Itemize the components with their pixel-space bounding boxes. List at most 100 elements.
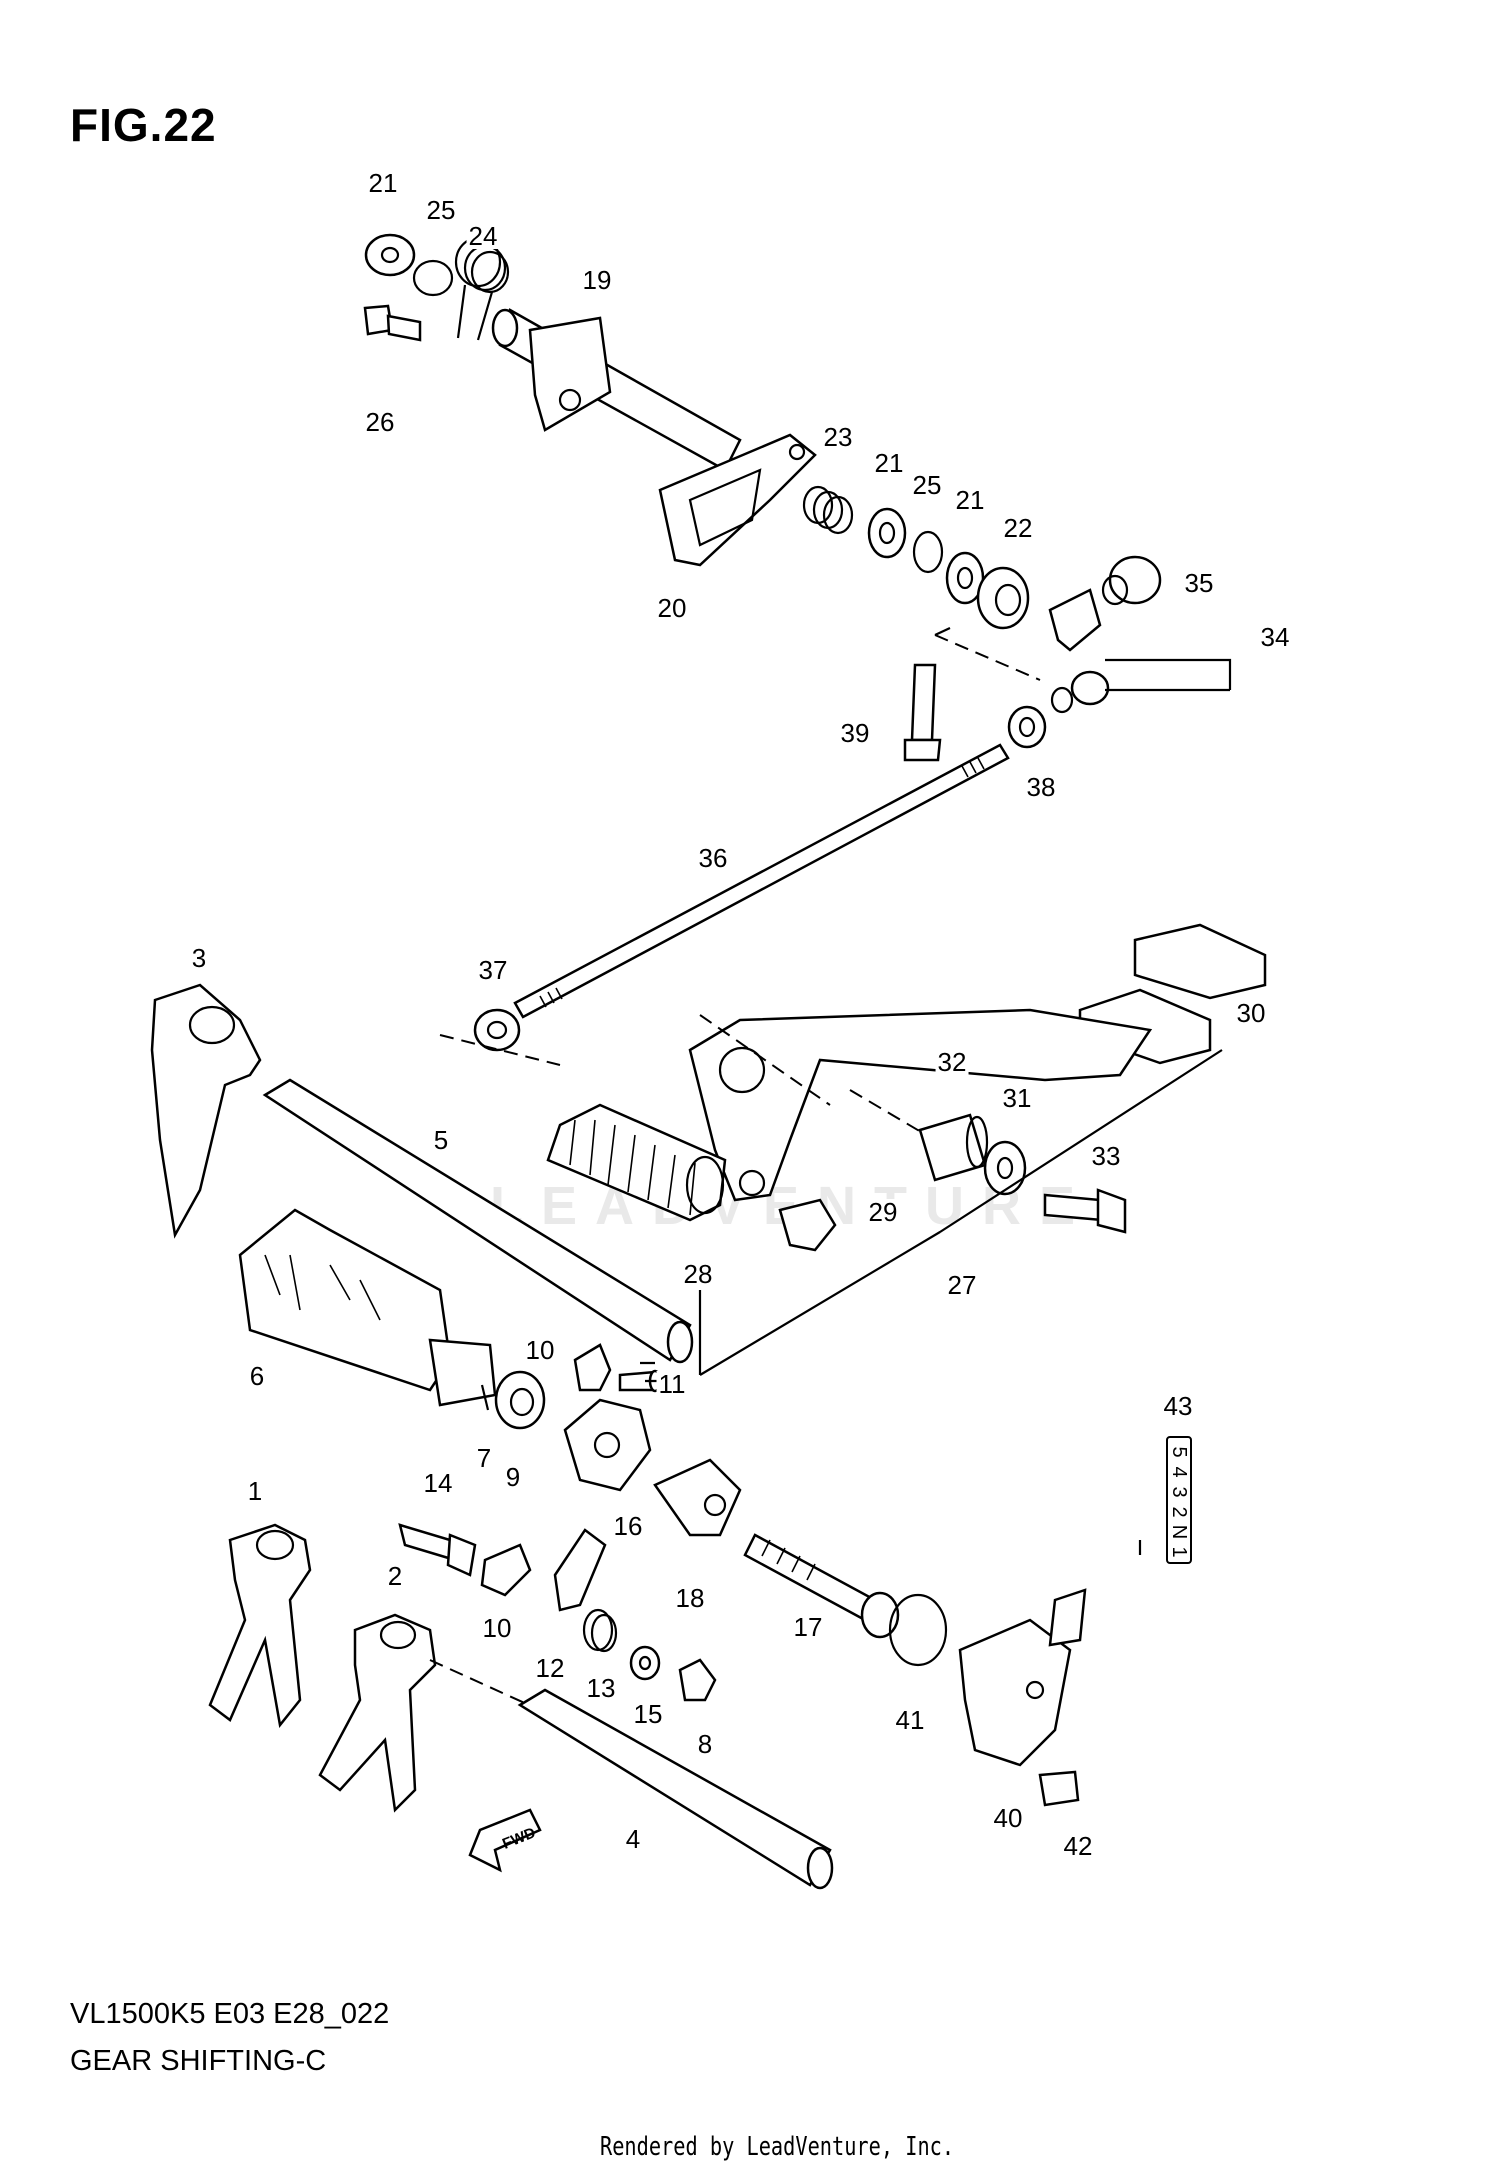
callout-40: 40 — [991, 1803, 1025, 1833]
callout-31: 31 — [1000, 1083, 1034, 1113]
callout-7: 7 — [474, 1443, 494, 1473]
part-28-footpeg — [546, 1103, 727, 1222]
part-19-shaft — [491, 308, 742, 472]
figure-title: FIG.22 — [70, 99, 217, 151]
callout-14: 14 — [421, 1468, 455, 1498]
callout-30: 30 — [1234, 998, 1268, 1028]
callout-25: 25 — [424, 195, 458, 225]
part-10-plate-top — [573, 1343, 612, 1392]
callout-29: 29 — [866, 1197, 900, 1227]
part-16-cam — [563, 1398, 652, 1492]
part-5-shaft — [262, 1078, 694, 1364]
callout-22: 22 — [1001, 513, 1035, 543]
callout-39: 39 — [838, 718, 872, 748]
callout-12: 12 — [533, 1653, 567, 1683]
callout-3: 3 — [189, 943, 209, 973]
part-4-shaft — [517, 1688, 834, 1890]
part-18-stopper — [653, 1458, 742, 1537]
callout-24: 24 — [466, 221, 500, 251]
callout-26: 26 — [363, 407, 397, 437]
part-13-spring — [582, 1608, 618, 1653]
part-29-cap — [778, 1198, 837, 1252]
part-33-bolt — [1043, 1188, 1127, 1234]
callout-21: 21 — [872, 448, 906, 478]
callout-36: 36 — [696, 843, 730, 873]
callout-13: 13 — [584, 1673, 618, 1703]
part-15-washer — [629, 1645, 661, 1681]
callout-18: 18 — [673, 1583, 707, 1613]
callout-6: 6 — [247, 1361, 267, 1391]
callout-35: 35 — [1182, 568, 1216, 598]
model-code: VL1500K5 E03 E28_022 — [70, 1998, 390, 2030]
callout-20: 20 — [655, 593, 689, 623]
part-20-arm — [658, 433, 817, 567]
callout-23: 23 — [821, 422, 855, 452]
callout-10: 10 — [480, 1613, 514, 1643]
part-31-washer — [983, 1140, 1027, 1196]
callout-25: 25 — [910, 470, 944, 500]
part-38-nut — [1007, 705, 1047, 749]
callout-27: 27 — [945, 1270, 979, 1300]
gear-digit: 4 — [1168, 1466, 1190, 1478]
callout-43: 43 — [1161, 1391, 1195, 1421]
part-27-pedal-arm — [688, 1008, 1153, 1202]
rendered-by-credit: Rendered by LeadVenture, Inc. — [600, 2132, 955, 2162]
callout-1: 1 — [245, 1476, 265, 1506]
part-23-spring — [802, 485, 854, 535]
gear-digit: 1 — [1168, 1546, 1190, 1558]
part-1-fork — [208, 1523, 312, 1728]
part-25-circlip-mid — [912, 530, 944, 574]
gear-digit: N — [1168, 1524, 1190, 1540]
part-7-pin — [480, 1384, 490, 1411]
part-21-washer-right — [945, 551, 985, 605]
gear-digit: 3 — [1168, 1486, 1190, 1498]
part-42-bolt — [1038, 1770, 1080, 1807]
part-3-fork — [150, 983, 262, 1239]
part-34-35-joint — [1048, 555, 1162, 714]
part-25-circlip-top — [412, 259, 454, 297]
part-32-bushing — [918, 1113, 989, 1182]
callout-41: 41 — [893, 1705, 927, 1735]
callout-4: 4 — [623, 1824, 643, 1854]
callout-8: 8 — [695, 1729, 715, 1759]
part-26-bolt — [363, 304, 422, 342]
part-39-bolt — [903, 663, 942, 762]
part-14-pin — [398, 1523, 477, 1577]
part-37-nut — [473, 1008, 521, 1052]
callout-42: 42 — [1061, 1831, 1095, 1861]
callout-32: 32 — [935, 1047, 969, 1077]
watermark: LEADVENTURE — [490, 1175, 1093, 1237]
callout-11: 11 — [656, 1369, 688, 1399]
callout-21: 21 — [953, 485, 987, 515]
callout-34: 34 — [1258, 622, 1292, 652]
gear-digit: 2 — [1168, 1506, 1190, 1518]
part-2-fork — [318, 1613, 437, 1813]
callout-17: 17 — [791, 1612, 825, 1642]
part-22-bearing — [976, 566, 1030, 630]
part-40-sensor — [958, 1588, 1087, 1767]
part-8-nut — [678, 1658, 717, 1702]
part-10-plate-bottom — [480, 1543, 532, 1597]
part-9-bearing — [494, 1370, 546, 1430]
part-41-oring — [888, 1593, 948, 1667]
part-6-drum — [238, 1208, 497, 1407]
callout-15: 15 — [631, 1699, 665, 1729]
part-43-gear-position-box: 5 4 3 2 N 1 — [1166, 1436, 1192, 1564]
callout-21: 21 — [366, 168, 400, 198]
part-21-washer-top — [364, 233, 416, 277]
callout-28: 28 — [681, 1259, 715, 1289]
part-21-washer-mid — [867, 507, 907, 559]
callout-33: 33 — [1089, 1141, 1123, 1171]
callout-2: 2 — [385, 1561, 405, 1591]
gear-digit: 5 — [1168, 1446, 1190, 1458]
part-12-arm — [553, 1528, 607, 1612]
callout-9: 9 — [503, 1462, 523, 1492]
callout-5: 5 — [431, 1125, 451, 1155]
part-36-rod — [513, 743, 1010, 1019]
callout-16: 16 — [611, 1511, 645, 1541]
section-title: GEAR SHIFTING-C — [70, 2045, 327, 2077]
callout-19: 19 — [580, 265, 614, 295]
callout-38: 38 — [1024, 772, 1058, 802]
part-17-bolt — [743, 1533, 900, 1639]
